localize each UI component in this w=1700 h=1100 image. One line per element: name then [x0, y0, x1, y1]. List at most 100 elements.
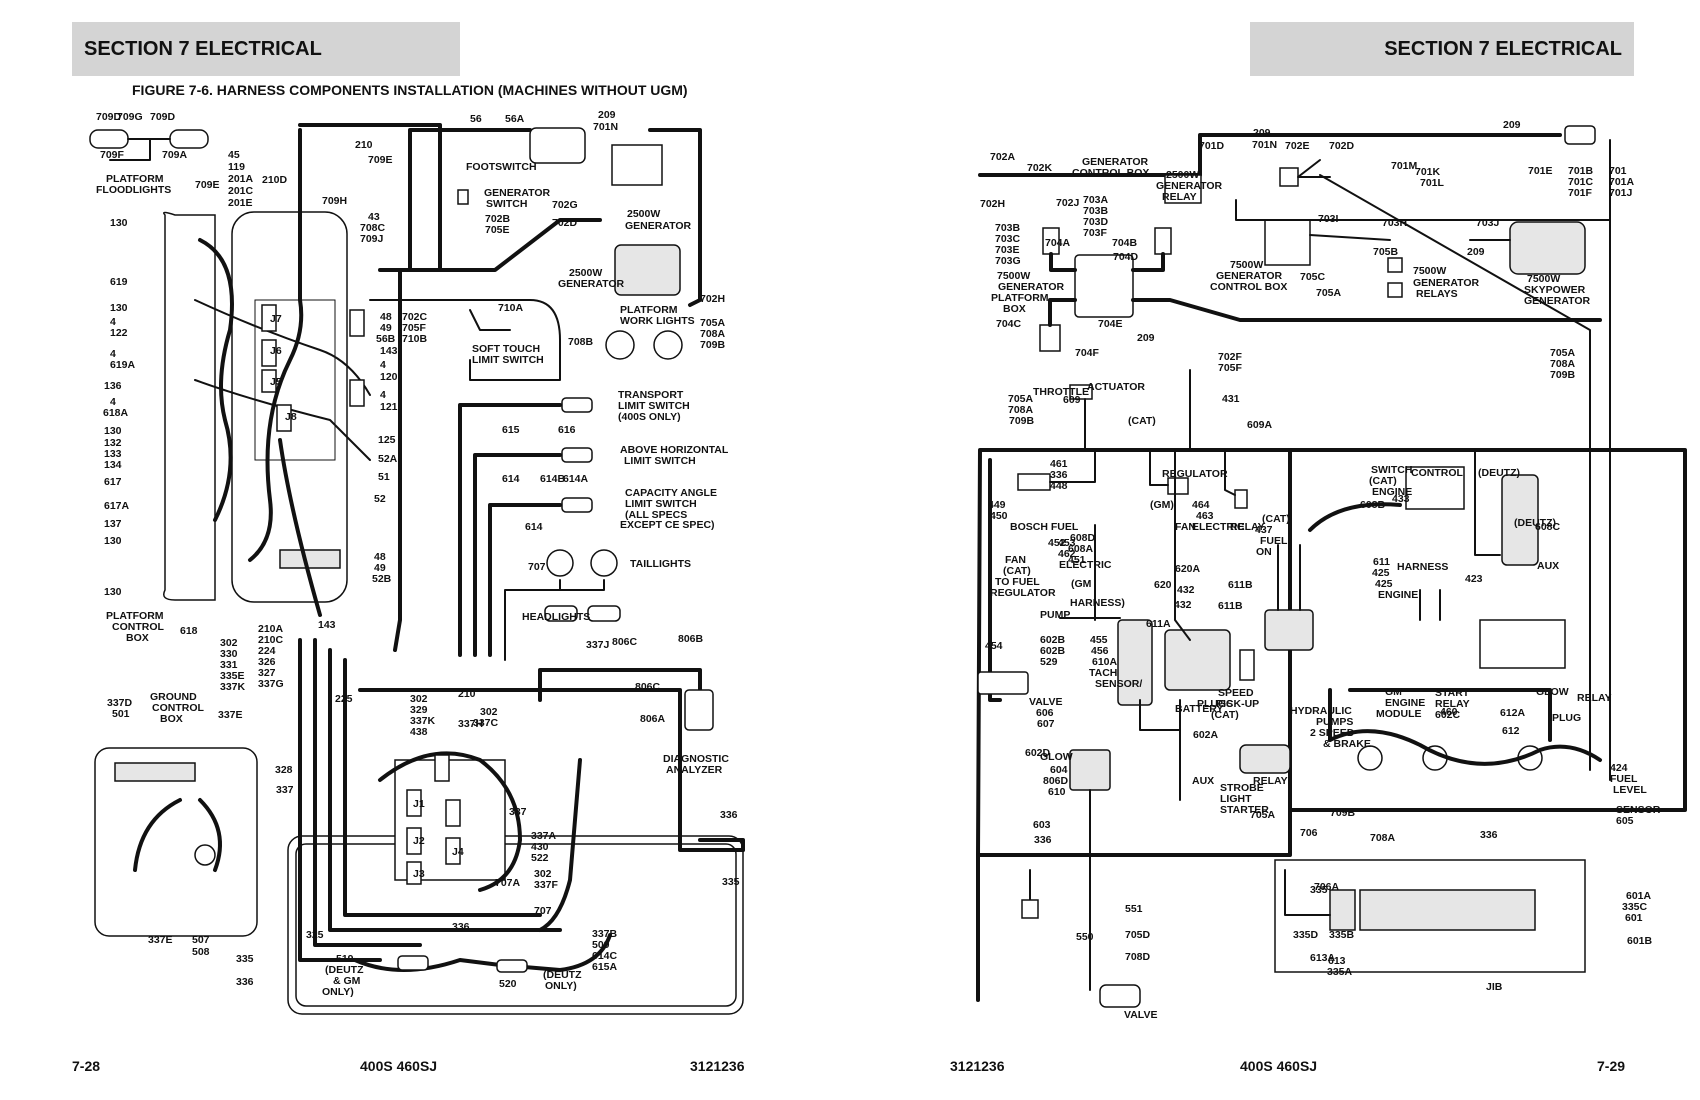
right-callout-label: 704F [1075, 347, 1100, 359]
right-callout-label: 701J [1609, 187, 1633, 199]
right-callout-label: (DEUTZ) [1478, 467, 1520, 479]
right-callout-label: 601 [1625, 912, 1643, 924]
section-header-left: SECTION 7 ELECTRICAL [72, 22, 460, 76]
left-callout-label: GROUND [150, 691, 197, 703]
right-callout-label: (GM) [1150, 499, 1174, 511]
harness-209-top [978, 133, 1562, 177]
left-callout-label: (ALL SPECS [625, 509, 687, 521]
footer-left-model: 400S 460SJ [360, 1058, 438, 1074]
left-callout-label: 336 [720, 809, 738, 821]
right-callout-label: ENGINE [1372, 486, 1412, 498]
right-callout-label: 448 [1050, 480, 1068, 492]
left-callout-label: PLATFORM [106, 610, 164, 622]
wire-448 [1049, 449, 1096, 483]
right-callout-label: 460 [1440, 706, 1458, 718]
footer-left-page: 7-28 [72, 1058, 101, 1074]
main-control-valve [1359, 889, 1536, 931]
figure-title: FIGURE 7-6. HARNESS COMPONENTS INSTALLAT… [132, 82, 688, 98]
left-callout-label: 336 [236, 976, 254, 988]
right-callout-label: 2500W [1166, 169, 1199, 181]
platform-control-box-left-shell [163, 211, 216, 601]
right-callout-label: 709B [1009, 415, 1035, 427]
glow-plug-wires [1419, 589, 1441, 621]
left-callout-label: 705A [700, 317, 726, 329]
right-callout-label: 424 [1610, 762, 1628, 774]
right-callout-label: 335D [1293, 929, 1319, 941]
harness-806 [538, 668, 702, 702]
left-callout-label: 326 [258, 656, 276, 668]
left-callout-label: 702D [552, 217, 578, 229]
right-callout-label: 708D [1125, 951, 1151, 963]
right-callout-label: 608D [1070, 532, 1096, 544]
harness-210 [298, 123, 442, 272]
right-callout-label: 608C [1535, 521, 1561, 533]
left-callout-label: 122 [110, 327, 128, 339]
right-callout-label: MODULE [1376, 708, 1422, 720]
right-callout-label: 602B [1040, 634, 1066, 646]
harness-614-b [488, 503, 562, 657]
right-callout-label: 605 [1616, 815, 1634, 827]
tach-sensor [1117, 619, 1153, 706]
right-callout-label: GENERATOR [1156, 180, 1223, 192]
starter [1239, 744, 1291, 774]
right-callout-label: 335B [1329, 929, 1355, 941]
left-callout-label: 337K [220, 681, 246, 693]
platform-box-wiring [1049, 252, 1165, 272]
left-callout-label: 52B [372, 573, 392, 585]
left-callout-label: 328 [275, 764, 293, 776]
left-callout-label: 614 [525, 521, 543, 533]
ground-terminal-strip [114, 762, 196, 782]
right-callout-label: 601A [1626, 890, 1652, 902]
left-callout-label: DIAGNOSTIC [663, 753, 729, 765]
right-callout-label: RELAY [1162, 191, 1197, 203]
left-callout-label: GENERATOR [484, 187, 551, 199]
right-callout-label: 425 [1375, 578, 1393, 590]
right-callout-label: CONTROL [1411, 467, 1463, 479]
right-callout-label: REGULATOR [1162, 468, 1228, 480]
left-callout-label: 708C [360, 222, 386, 234]
footer-right-doc: 3121236 [950, 1058, 1005, 1074]
right-callout-label: 701E [1528, 165, 1553, 177]
connector-j2 [406, 827, 422, 855]
wire-464 [1149, 449, 1169, 486]
right-callout-label: AUX [1192, 775, 1214, 787]
right-callout-label: START [1435, 687, 1470, 699]
right-callout-label: GM [1385, 686, 1402, 698]
wire-704c [1048, 298, 1077, 327]
right-callout-label: JIB [1486, 981, 1503, 993]
right-callout-label: GENERATOR [1413, 277, 1480, 289]
right-callout-label: 336 [1034, 834, 1052, 846]
main-harness-trunk [248, 128, 304, 562]
right-callout-label: RELAY [1253, 775, 1288, 787]
generator-relay-a [1387, 257, 1403, 273]
left-callout-label: 337E [218, 709, 243, 721]
right-callout-label: 464 [1192, 499, 1210, 511]
left-callout-label: 806C [612, 636, 638, 648]
left-callout-label: 121 [380, 401, 398, 413]
left-callout-label: 209 [598, 109, 616, 121]
right-callout-label: 702H [980, 198, 1005, 210]
right-callout-label: VALVE [0, 0, 33, 3]
left-callout-label: 143 [318, 619, 336, 631]
right-callout-label: PUMPS [1316, 716, 1353, 728]
right-callout-label: 611A [1146, 618, 1171, 630]
right-callout-label: 602B [1040, 645, 1066, 657]
left-callout-label: 709G [117, 111, 143, 123]
right-callout-label: 702J [1056, 197, 1080, 209]
left-callout-label: (DEUTZ [325, 964, 364, 976]
right-callout-label: 606 [1036, 707, 1054, 719]
strobe-light [1069, 749, 1111, 791]
right-callout-label: REGULATOR [990, 587, 1056, 599]
harness-143 [278, 438, 322, 617]
left-callout-label: 134 [104, 459, 122, 471]
right-callout-label: GLOW [1040, 751, 1073, 763]
left-callout-label: 710B [402, 333, 428, 345]
right-callout-label: 701F [1568, 187, 1593, 199]
right-callout-label: 705F [1218, 362, 1243, 374]
left-callout-label: 130 [104, 535, 122, 547]
right-callout-label: SPEED [1218, 687, 1254, 699]
right-callout-label: FUEL [1610, 773, 1638, 785]
left-callout-label: 120 [380, 371, 398, 383]
left-callout-label: 210D [262, 174, 288, 186]
left-callout-label: EXCEPT CE SPEC) [620, 519, 715, 531]
